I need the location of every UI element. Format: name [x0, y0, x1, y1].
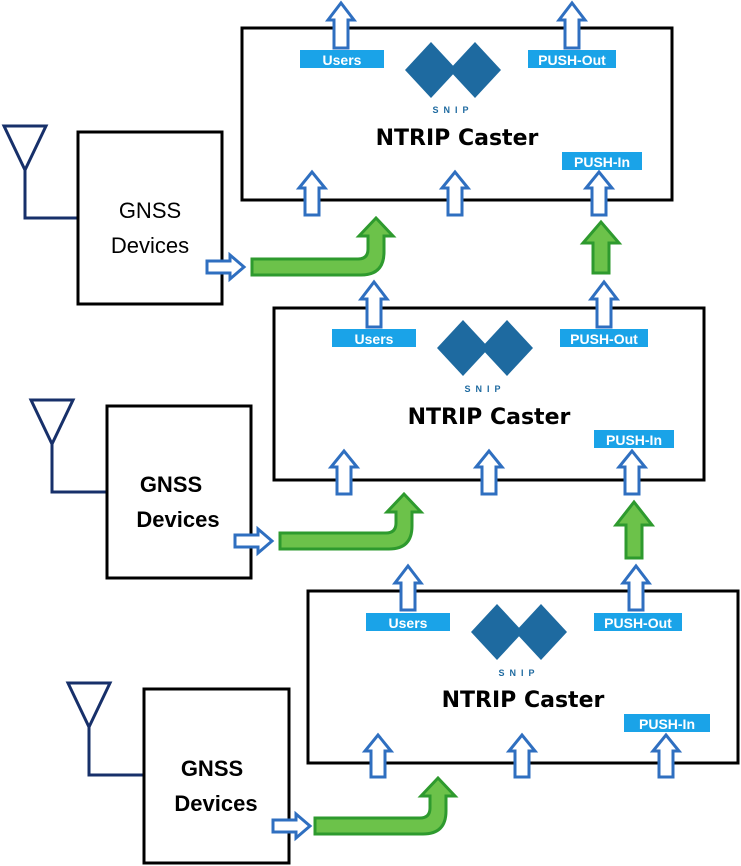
push-out-label: PUSH-Out [570, 331, 638, 347]
push-in-tag [562, 152, 642, 170]
gnss-label: Devices [111, 233, 189, 258]
gnss-output-arrow [233, 525, 275, 557]
antenna-icon [1, 124, 78, 220]
push-out-arrow [619, 563, 653, 612]
push-in-arrow [649, 732, 683, 779]
users-label: Users [389, 615, 428, 631]
antenna-icon [65, 681, 144, 777]
push-out-label: PUSH-Out [604, 615, 672, 631]
gnss-label: Devices [136, 507, 219, 532]
snip-logo: SNIP [471, 604, 567, 678]
push-in-tag [594, 430, 674, 448]
users-output-arrow [324, 0, 358, 50]
input-arrow [472, 448, 506, 496]
gnss-device-box [76, 130, 224, 306]
gnss-label: GNSS [181, 756, 243, 781]
push-in-label: PUSH-In [639, 716, 695, 732]
snip-logo: SNIP [405, 42, 501, 115]
snip-logo-text: SNIP [498, 668, 539, 678]
level-3: Users PUSH-Out SNIP NTRIP Caster PUSH-In… [65, 563, 740, 865]
input-arrow [438, 169, 472, 217]
gnss-device-box [105, 404, 253, 580]
gnss-label: GNSS [140, 472, 202, 497]
green-data-flow-arrow [250, 215, 397, 277]
push-out-tag [528, 50, 616, 68]
push-out-arrow [587, 279, 621, 329]
gnss-output-arrow [271, 810, 313, 842]
push-in-label: PUSH-In [574, 154, 630, 170]
antenna-icon [28, 398, 107, 494]
gnss-device-box [142, 687, 291, 865]
push-out-arrow [555, 0, 589, 50]
level-1: Users PUSH-Out SNIP NTRIP Caster PUSH-In… [1, 0, 674, 306]
green-push-arrow [579, 219, 623, 275]
push-in-arrow [582, 169, 616, 217]
users-tag [332, 329, 416, 347]
input-arrow [361, 732, 395, 779]
push-out-tag [594, 613, 682, 631]
green-data-flow-arrow [313, 775, 459, 836]
users-tag [300, 50, 384, 68]
push-out-label: PUSH-Out [538, 52, 606, 68]
gnss-output-arrow [205, 251, 247, 283]
users-label: Users [323, 52, 362, 68]
level-2: Users PUSH-Out SNIP NTRIP Caster PUSH-In… [28, 279, 706, 580]
gnss-label: GNSS [119, 198, 181, 223]
users-output-arrow [357, 279, 391, 329]
snip-logo: SNIP [437, 320, 533, 394]
input-arrow [295, 169, 329, 217]
green-push-arrow [612, 499, 656, 560]
gnss-label: Devices [174, 791, 257, 816]
caster-title: NTRIP Caster [376, 126, 539, 151]
caster-title: NTRIP Caster [442, 688, 605, 713]
push-in-label: PUSH-In [606, 432, 662, 448]
users-tag [366, 613, 450, 631]
snip-logo-text: SNIP [464, 384, 505, 394]
push-in-arrow [615, 448, 649, 496]
input-arrow [327, 448, 361, 496]
input-arrow [505, 732, 539, 779]
caster-title: NTRIP Caster [408, 405, 571, 430]
users-output-arrow [391, 563, 425, 612]
snip-logo-text: SNIP [432, 105, 473, 115]
push-out-tag [560, 329, 648, 347]
green-data-flow-arrow [278, 491, 425, 551]
users-label: Users [355, 331, 394, 347]
push-in-tag [624, 714, 710, 732]
